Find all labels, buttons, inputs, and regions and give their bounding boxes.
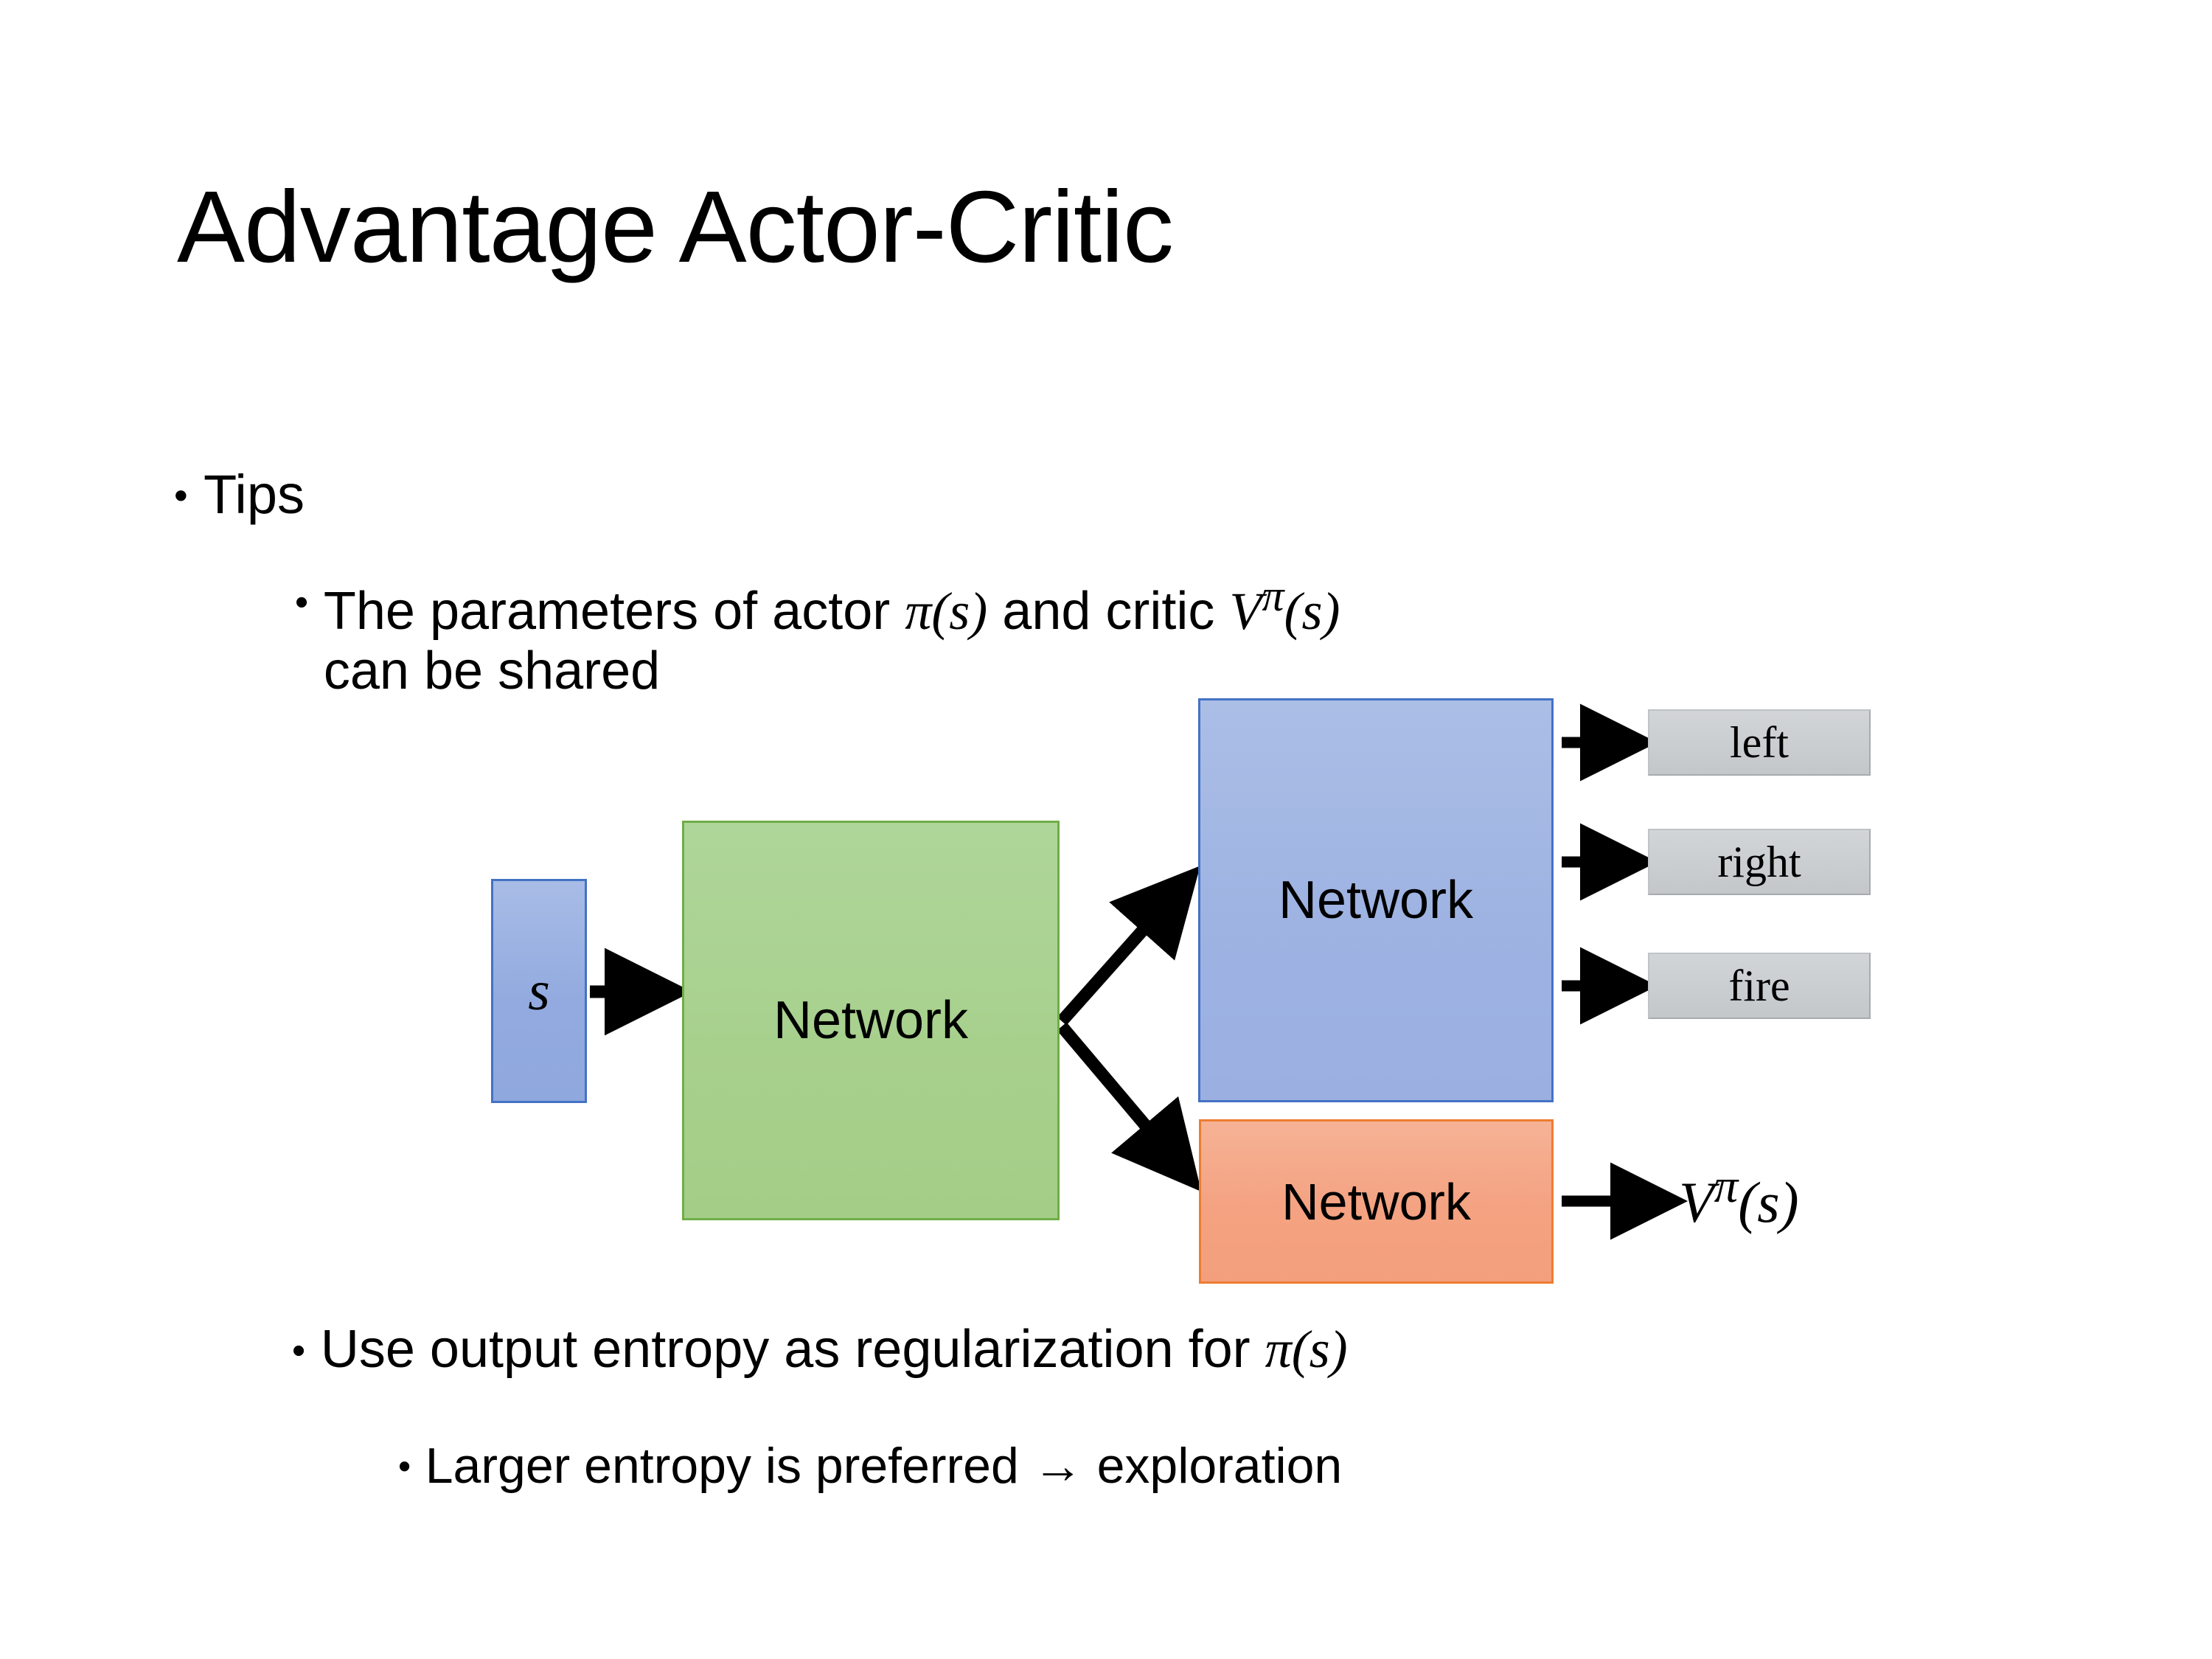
critic-value-output: Vπ(s) [1679,1159,1799,1236]
parameters-line2: can be shared [323,641,661,700]
state-input-label: s [528,960,550,1022]
action-output-fire[interactable]: fire [1648,953,1871,1019]
action-output-left-label: left [1730,718,1789,767]
arrow-shared-to-critic [1057,1022,1202,1192]
state-input-box[interactable]: s [491,879,587,1103]
critic-v-superscript: π [1262,571,1284,620]
action-output-left[interactable]: left [1648,709,1871,776]
bullet-marker-icon: • [398,1446,411,1486]
actor-network-box[interactable]: Network [1198,698,1554,1102]
bullet-larger-entropy: • Larger entropy is preferred → explorat… [398,1438,1342,1494]
bullet-marker-icon: • [174,473,188,518]
arrow-shared-to-actor [1057,866,1200,1026]
bullet-tips: • Tips [174,464,305,526]
critic-network-box[interactable]: Network [1199,1119,1554,1284]
critic-v-symbol: V [1229,582,1262,641]
critic-output-v-symbol: V [1679,1170,1714,1234]
action-output-right[interactable]: right [1648,829,1871,895]
bullet-entropy-regularization: • Use output entropy as regularization f… [292,1320,1348,1380]
entropy-pi-symbol: π [1265,1320,1292,1379]
entropy-pi-argument: (s) [1291,1320,1348,1379]
bullet-shared-parameters-text: The parameters of actor π(s) and critic … [324,571,1340,700]
critic-v-argument: (s) [1284,582,1340,641]
bullet-marker-icon: • [292,1328,306,1371]
bullet-tips-label: Tips [203,464,305,525]
bullet-marker-icon: • [295,580,309,623]
actor-pi-symbol: π [905,582,932,641]
shared-network-label: Network [773,991,969,1050]
actor-pi-argument: (s) [931,582,988,641]
action-output-fire-label: fire [1728,961,1790,1010]
actor-network-label: Network [1278,871,1474,930]
parameters-prefix: The parameters of actor [323,582,905,641]
bullet-larger-entropy-label: Larger entropy is preferred → exploratio… [425,1438,1343,1494]
critic-output-argument: (s) [1738,1170,1799,1234]
shared-network-box[interactable]: Network [682,821,1060,1220]
page-title: Advantage Actor-Critic [177,170,1174,284]
critic-output-superscript: π [1714,1160,1739,1213]
critic-network-label: Network [1281,1172,1471,1231]
bullet-entropy-text: Use output entropy as regularization for… [321,1320,1348,1380]
parameters-middle: and critic [987,582,1230,641]
entropy-label: Use output entropy as regularization for [320,1320,1265,1379]
action-output-right-label: right [1717,838,1801,886]
bullet-shared-parameters: • The parameters of actor π(s) and criti… [295,571,2065,700]
